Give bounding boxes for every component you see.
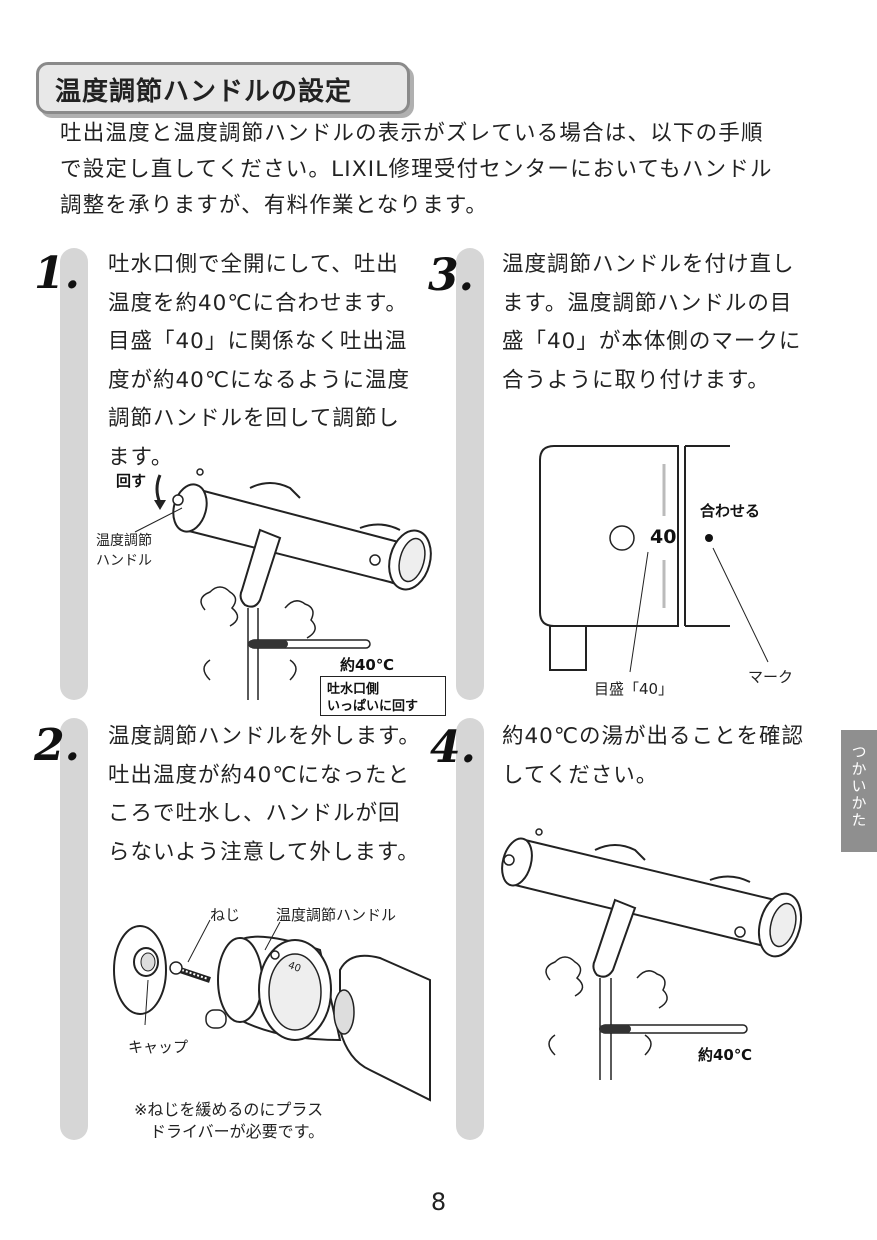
intro-line: で設定し直してください。LIXIL修理受付センターにおいてもハンドル — [60, 157, 773, 182]
outlet-note-line2: いっぱいに回す — [327, 699, 419, 714]
step-line: 度が約40℃になるように温度 — [108, 367, 411, 393]
rotate-label: 回す — [116, 472, 147, 490]
handle-label-line1: 温度調節 — [96, 533, 152, 549]
note-line2: ドライバーが必要です。 — [150, 1122, 325, 1141]
step-line: ころで吐水し、ハンドルが回 — [108, 801, 401, 826]
page-number: 8 — [430, 1188, 447, 1216]
step-line: 温度調節ハンドルを外します。 — [108, 724, 421, 749]
step-bar-right-bottom — [456, 718, 484, 1140]
step-number: 2. — [34, 720, 80, 771]
align-label: 合わせる — [700, 502, 761, 520]
step-number: 1. — [34, 248, 80, 299]
step-bar-left-top — [60, 248, 88, 700]
cap-label: キャップ — [128, 1038, 189, 1056]
temperature-label: 約40℃ — [698, 1046, 753, 1064]
temperature-label: 約40℃ — [340, 656, 395, 674]
handle-label: 温度調節ハンドル — [276, 906, 397, 924]
step-line: ます。温度調節ハンドルの目 — [502, 290, 793, 316]
section-title: 温度調節ハンドルの設定 — [55, 77, 353, 107]
step-line: 約40℃の湯が出ることを確認 — [502, 724, 805, 749]
side-tab-label: つかいかた — [849, 744, 868, 829]
step-text: 温度調節ハンドルを外します。 吐出温度が約40℃になったと ころで吐水し、ハンド… — [108, 718, 421, 872]
faucet-illustration-step1 — [134, 468, 432, 700]
intro-line: 調整を承りますが、有料作業となります。 — [60, 193, 489, 218]
step-text: 吐水口側で全開にして、吐出 温度を約40℃に合わせます。 目盛「40」に関係なく… — [108, 246, 410, 477]
step-bar-left-bottom — [60, 718, 88, 1140]
step-number: 3. — [428, 250, 474, 301]
intro-line: 吐出温度と温度調節ハンドルの表示がズレている場合は、以下の手順 — [60, 121, 764, 146]
handle-scale-illustration — [539, 445, 769, 673]
step-bar-right-top — [456, 248, 484, 700]
intro-paragraph: 吐出温度と温度調節ハンドルの表示がズレている場合は、以下の手順 で設定し直してく… — [60, 116, 840, 224]
faucet-illustration-step4 — [501, 828, 803, 1080]
note-line1: ※ねじを緩めるのにプラス — [134, 1100, 324, 1119]
step-text: 約40℃の湯が出ることを確認 してください。 — [502, 718, 804, 795]
step-line: 盛「40」が本体側のマークに — [502, 329, 802, 354]
outlet-note-line1: 吐水口側 — [327, 682, 380, 697]
step-line: 目盛「40」に関係なく吐出温 — [108, 329, 408, 354]
step-line: らないよう注意して外します。 — [108, 839, 420, 865]
scale-label: 目盛「40」 — [594, 680, 674, 698]
step-line: 温度を約40℃に合わせます。 — [108, 290, 408, 316]
screw-label: ねじ — [210, 906, 241, 924]
outlet-note-box: 吐水口側 いっぱいに回す — [320, 676, 446, 716]
step-line: ます。 — [108, 444, 174, 470]
step-number: 4. — [430, 722, 476, 773]
scale-value-40: 40 — [650, 526, 677, 548]
step-line: 吐水口側で全開にして、吐出 — [108, 252, 399, 277]
step-line: 調節ハンドルを回して調節し — [108, 406, 400, 431]
handle-removal-illustration — [113, 919, 431, 1102]
mark-label: マーク — [748, 668, 794, 686]
section-title-box: 温度調節ハンドルの設定 — [36, 62, 410, 114]
side-tab: つかいかた — [841, 730, 877, 852]
step-line: してください。 — [502, 762, 659, 788]
step-line: 合うように取り付けます。 — [502, 367, 770, 393]
step-line: 温度調節ハンドルを付け直し — [502, 252, 795, 277]
handle-label-line2: ハンドル — [96, 553, 152, 569]
step-line: 吐出温度が約40℃になったと — [108, 762, 411, 788]
step-text: 温度調節ハンドルを付け直し ます。温度調節ハンドルの目 盛「40」が本体側のマー… — [502, 246, 801, 400]
